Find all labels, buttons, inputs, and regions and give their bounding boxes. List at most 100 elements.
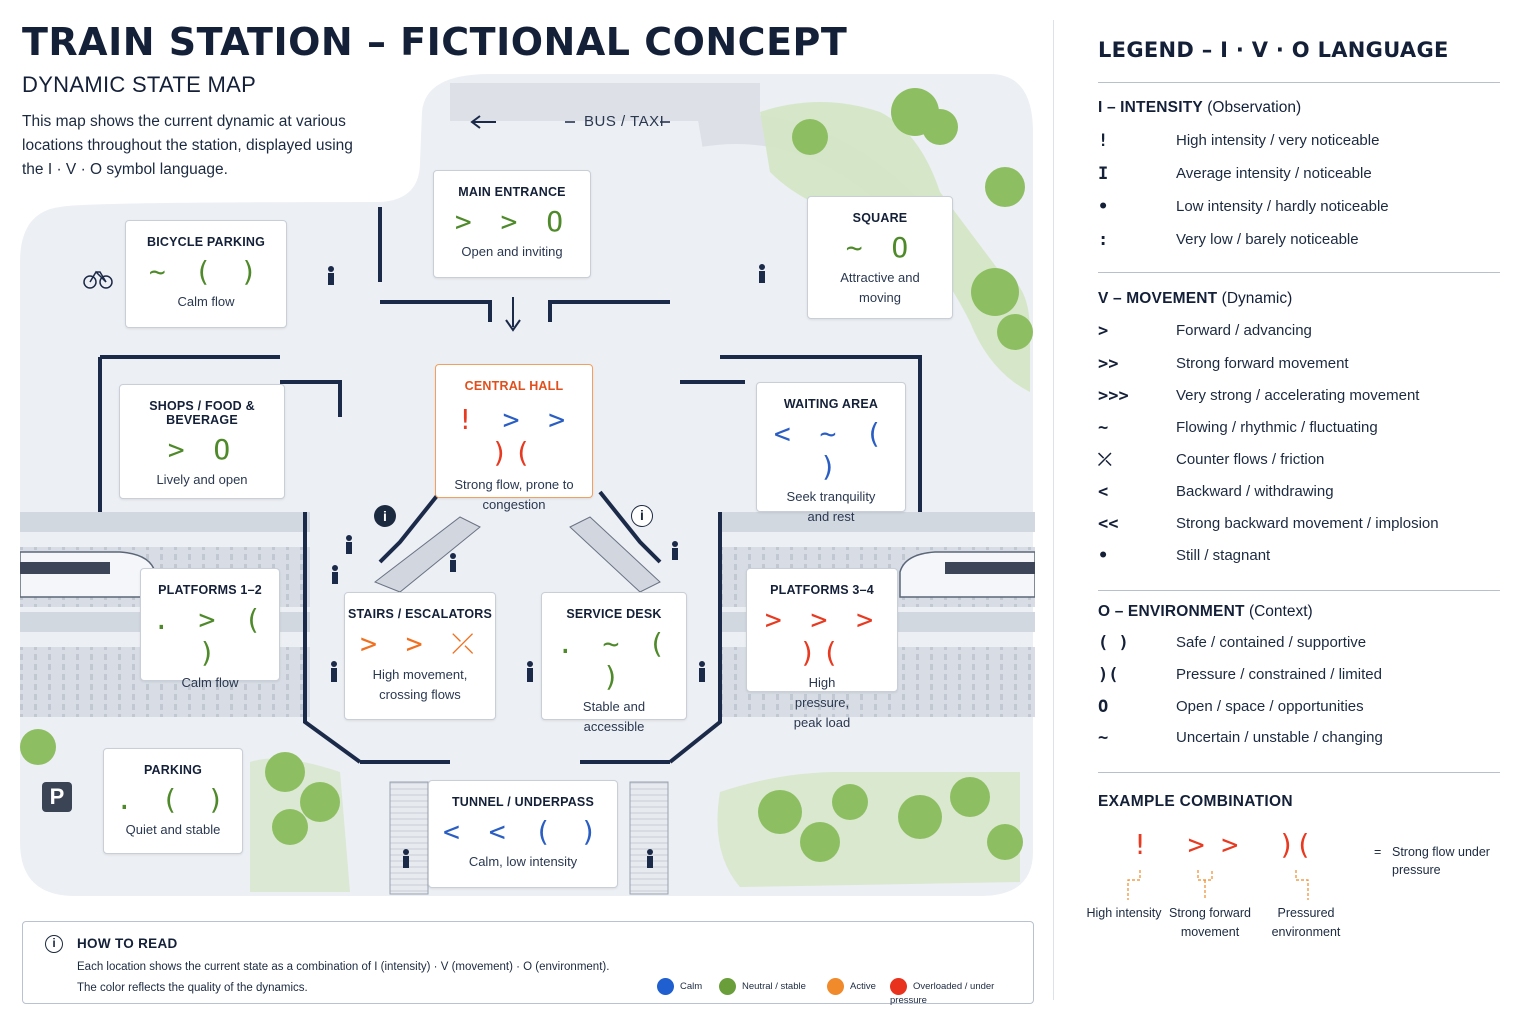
location-card-platforms-1-2[interactable]: PLATFORMS 1–2 . > ( ) Calm flow [140, 568, 280, 690]
location-symbol: . > ( ) [152, 603, 268, 669]
location-symbol: > > O [454, 205, 570, 238]
legend-symbol: > [1098, 321, 1109, 341]
legend-symbol: ( ) [1098, 633, 1129, 653]
legend-row: > Forward / advancing [1098, 321, 1518, 345]
legend-text: Backward / withdrawing [1176, 483, 1334, 500]
info-icon[interactable]: i [374, 505, 396, 527]
location-symbol: < ~ ( ) [773, 417, 889, 483]
legend-row: ( )Safe / contained / supportive [1098, 633, 1518, 657]
example-connectors [1127, 870, 1309, 900]
example-symbol: ! [1131, 828, 1149, 861]
legend-row: ⤫Counter flows / friction [1098, 450, 1518, 474]
divider [1098, 590, 1500, 591]
location-card-bicycle-parking[interactable]: BICYCLE PARKING ~ ( ) Calm flow [125, 220, 287, 328]
legend-symbol: )( [1098, 665, 1119, 685]
parking-badge: P [42, 782, 72, 812]
example-symbol: > > [1187, 828, 1239, 861]
location-card-central-hall[interactable]: CENTRAL HALL ! > > )( Strong flow, prone… [435, 364, 593, 512]
location-card-waiting-area[interactable]: WAITING AREA < ~ ( ) Seek tranquility an… [756, 382, 906, 524]
legend-text: Very low / barely noticeable [1176, 231, 1359, 248]
legend-row: )(Pressure / constrained / limited [1098, 665, 1518, 689]
legend-symbol: O [1098, 697, 1109, 717]
info-icon[interactable]: i [631, 505, 653, 527]
bicycle-icon [83, 270, 113, 289]
legend-row: >>> Very strong / accelerating movement [1098, 386, 1518, 410]
example-label: Pressured environment [1271, 906, 1341, 939]
how-to-read-line: The color reflects the quality of the dy… [77, 982, 308, 994]
color-key-neutral: Neutral / stable [719, 978, 806, 995]
legend-text: Average intensity / noticeable [1176, 165, 1372, 182]
legend-text: Strong forward movement [1176, 355, 1349, 372]
legend-text: Uncertain / unstable / changing [1176, 729, 1383, 746]
divider [1053, 20, 1054, 1000]
legend-symbol: • [1098, 197, 1109, 217]
how-to-read-line: Each location shows the current state as… [77, 961, 610, 973]
legend-row: < Backward / withdrawing [1098, 482, 1518, 506]
color-key-overloaded: Overloaded / under pressure [890, 978, 1033, 1006]
legend-symbol: < [1098, 482, 1109, 502]
legend-row: ! High intensity / very noticeable [1098, 131, 1518, 155]
location-card-shops[interactable]: SHOPS / FOOD & BEVERAGE > O Lively and o… [119, 384, 285, 499]
legend-symbol: << [1098, 514, 1119, 534]
legend-text: Counter flows / friction [1176, 451, 1325, 468]
location-description: Calm flow [177, 294, 235, 309]
legend-text: High intensity / very noticeable [1176, 132, 1380, 149]
page-subtitle: DYNAMIC STATE MAP [22, 72, 257, 97]
legend-text: Flowing / rhythmic / fluctuating [1176, 419, 1378, 436]
location-card-stairs-escalators[interactable]: STAIRS / ESCALATORS > > ⤫ High movement,… [344, 592, 496, 720]
how-to-read-panel: i HOW TO READ Each location shows the cu… [22, 921, 1034, 1006]
location-name: SHOPS / FOOD & BEVERAGE [149, 399, 255, 427]
legend-symbol: >> [1098, 354, 1119, 374]
location-card-main-entrance[interactable]: MAIN ENTRANCE > > O Open and inviting [433, 170, 591, 278]
example-title: EXAMPLE COMBINATION [1098, 793, 1293, 810]
legend-row: <<Strong backward movement / implosion [1098, 514, 1518, 538]
example-symbol: )( [1278, 828, 1312, 861]
color-dot [890, 978, 907, 995]
location-name: PARKING [143, 763, 203, 777]
legend-row: >> Strong forward movement [1098, 354, 1518, 378]
example-label: High intensity [1086, 906, 1162, 920]
location-card-parking[interactable]: PARKING . ( ) Quiet and stable [103, 748, 243, 854]
legend-symbol: I [1098, 164, 1109, 184]
location-card-service-desk[interactable]: SERVICE DESK . ~ ( ) Stable and accessib… [541, 592, 687, 734]
divider [1098, 772, 1500, 773]
location-name: CENTRAL HALL [464, 379, 564, 393]
legend-symbol: ~ [1098, 728, 1109, 748]
divider [1098, 272, 1500, 273]
location-card-platforms-3-4[interactable]: PLATFORMS 3–4 > > > )( High pressure, pe… [746, 568, 898, 730]
location-description: Strong flow, prone to congestion [454, 477, 574, 512]
color-dot [719, 978, 736, 995]
info-icon: i [45, 935, 63, 953]
location-name: SERVICE DESK [566, 607, 662, 621]
location-description: Open and inviting [461, 244, 563, 259]
location-symbol: ~ ( ) [148, 255, 264, 288]
legend-section-environment: O – ENVIRONMENT (Context) [1098, 603, 1313, 620]
legend-symbol: >>> [1098, 386, 1129, 406]
location-card-tunnel[interactable]: TUNNEL / UNDERPASS < < ( ) Calm, low int… [428, 780, 618, 888]
location-name: STAIRS / ESCALATORS [347, 607, 493, 621]
legend-text: Very strong / accelerating movement [1176, 387, 1420, 404]
legend-row: ~Flowing / rhythmic / fluctuating [1098, 418, 1518, 442]
location-symbol: . ~ ( ) [556, 627, 672, 693]
location-name: PLATFORMS 1–2 [158, 583, 262, 597]
legend-text: Forward / advancing [1176, 322, 1312, 339]
location-name: PLATFORMS 3–4 [770, 583, 874, 597]
example-label: Strong forward movement [1169, 906, 1251, 939]
location-description: Seek tranquility and rest [786, 489, 876, 524]
legend-row: O Open / space / opportunities [1098, 697, 1518, 721]
legend-row: : Very low / barely noticeable [1098, 230, 1518, 254]
location-symbol: ~ O [845, 231, 915, 264]
location-card-square[interactable]: SQUARE ~ O Attractive and moving [807, 196, 953, 319]
legend-row: • Low intensity / hardly noticeable [1098, 197, 1518, 221]
legend-symbol: : [1098, 230, 1109, 250]
location-name: TUNNEL / UNDERPASS [451, 795, 595, 809]
location-symbol: > > > )( [764, 603, 880, 669]
location-symbol: < < ( ) [442, 815, 603, 848]
color-dot [827, 978, 844, 995]
legend-text: Open / space / opportunities [1176, 698, 1364, 715]
legend-text: Low intensity / hardly noticeable [1176, 198, 1389, 215]
legend-symbol: ! [1098, 131, 1109, 151]
location-description: Lively and open [156, 472, 248, 487]
divider [1098, 82, 1500, 83]
color-key-calm: Calm [657, 978, 702, 995]
